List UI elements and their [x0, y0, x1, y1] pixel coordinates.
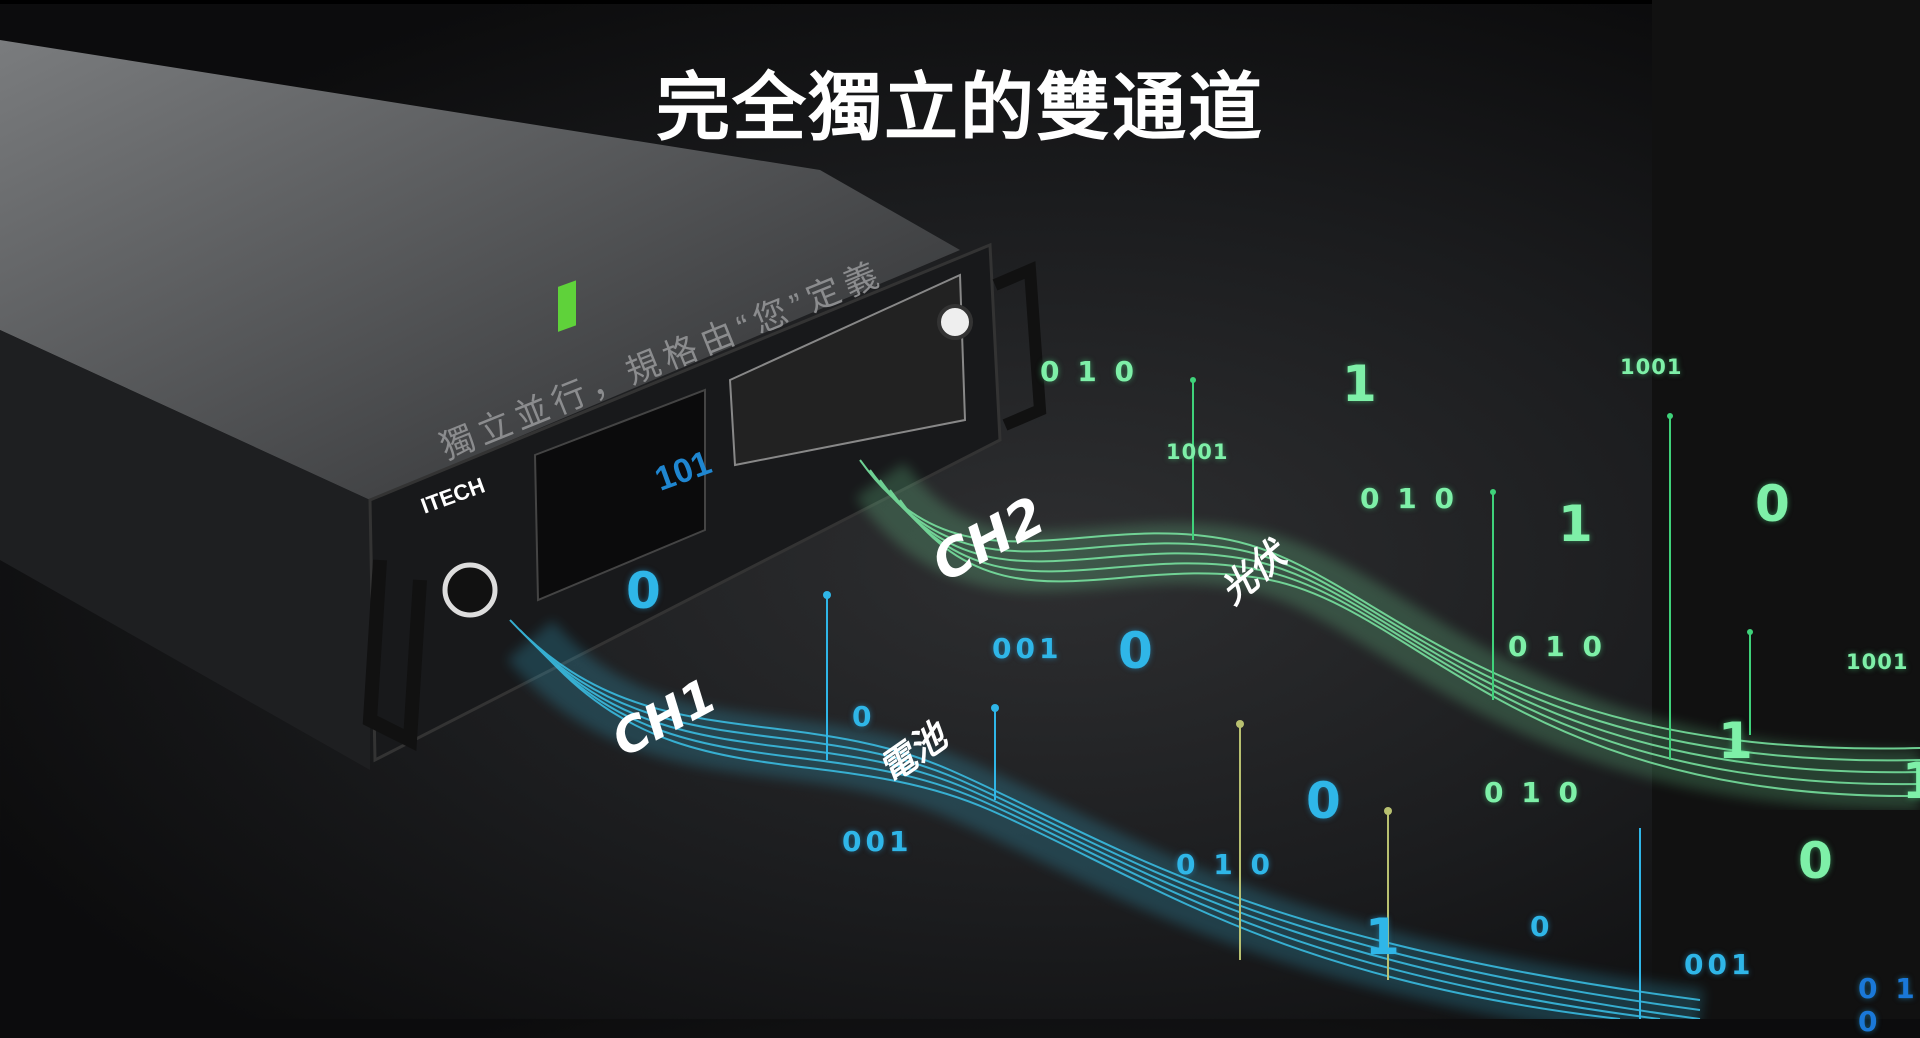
binary-text: 0: [626, 562, 665, 620]
binary-text: 001: [842, 825, 913, 858]
binary-text: 1001: [1846, 650, 1909, 674]
binary-text: 0 1 0: [1484, 776, 1582, 809]
binary-text: 1: [1365, 908, 1404, 966]
cable-ch2: [855, 459, 1920, 810]
page-title: 完全獨立的雙通道: [656, 65, 1264, 151]
cable-ch1: [507, 619, 1704, 1019]
binary-text: 0: [1755, 475, 1794, 533]
binary-text: 1: [1558, 495, 1597, 553]
device-top: [0, 40, 960, 500]
top-bar: [0, 0, 1920, 4]
binary-text: 0 1 0: [1508, 630, 1606, 663]
binary-text: 0: [1306, 772, 1345, 830]
binary-text: 0 1 0: [1858, 972, 1919, 1038]
adjust-knob: [937, 304, 973, 340]
data-pins: [823, 377, 1753, 1019]
binary-text: 0: [1798, 832, 1837, 890]
binary-text: 1: [1902, 752, 1920, 810]
binary-text: 0 1 0: [1176, 848, 1274, 881]
binary-text: 0 1 0: [1040, 355, 1138, 388]
binary-text: 1001: [1166, 440, 1229, 464]
device-keypad: [728, 273, 967, 467]
binary-text: 0: [852, 700, 876, 733]
binary-text: 0: [1530, 910, 1554, 943]
right-handle: [992, 261, 1047, 431]
binary-text: 1001: [1620, 355, 1683, 379]
binary-text: 1: [1342, 355, 1381, 413]
device-side: [0, 330, 370, 770]
right-dark-panel: [1652, 0, 1920, 1019]
binary-text: 001: [1684, 948, 1755, 981]
binary-text: 1: [1718, 712, 1757, 770]
binary-text: 001: [992, 632, 1063, 665]
device-screen: [533, 388, 706, 602]
left-handle: [362, 559, 427, 751]
binary-text: 0: [1118, 622, 1157, 680]
battery-icon: [558, 280, 576, 332]
binary-text: 0 1 0: [1360, 482, 1458, 515]
power-knob: [442, 562, 498, 618]
